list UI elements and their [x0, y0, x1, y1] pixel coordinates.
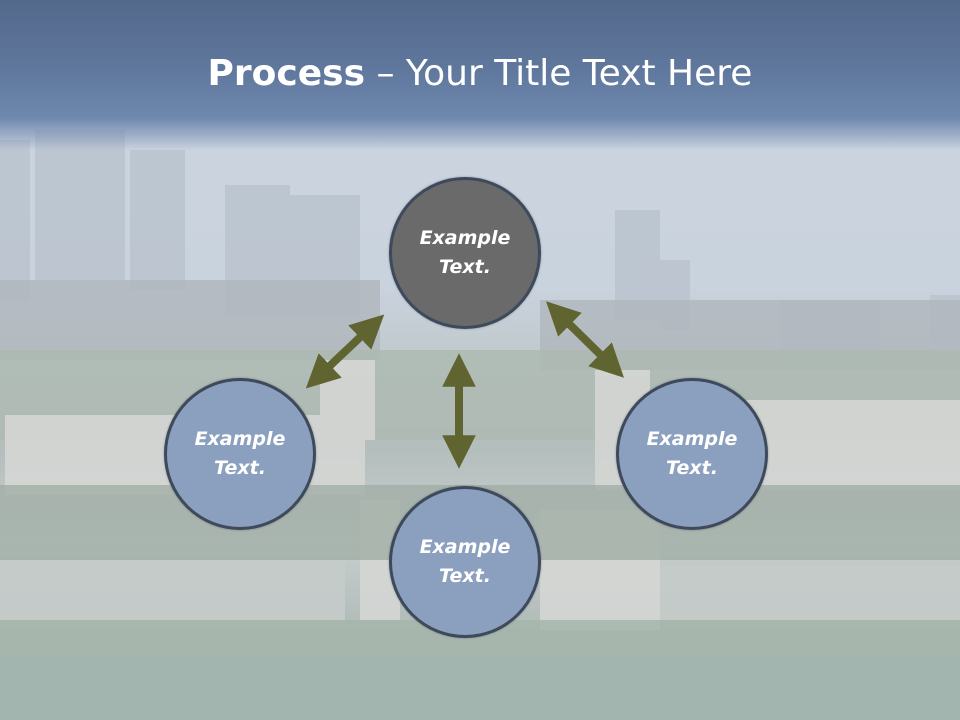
- node-left-label: Example Text.: [194, 428, 286, 479]
- node-top: Example Text.: [389, 177, 541, 329]
- node-bottom: Example Text.: [389, 486, 541, 638]
- title-bold: Process: [207, 53, 366, 94]
- node-right-label: Example Text.: [646, 428, 738, 479]
- title-bar: [0, 0, 960, 150]
- arrow-top-right: [546, 301, 624, 378]
- node-top-label: Example Text.: [419, 227, 511, 278]
- node-left: Example Text.: [164, 378, 316, 530]
- node-bottom-label: Example Text.: [419, 536, 511, 587]
- node-right: Example Text.: [616, 378, 768, 530]
- slide-title: Process – Your Title Text Here: [0, 52, 960, 96]
- arrow-top-left: [305, 314, 385, 389]
- title-rest: – Your Title Text Here: [365, 53, 753, 94]
